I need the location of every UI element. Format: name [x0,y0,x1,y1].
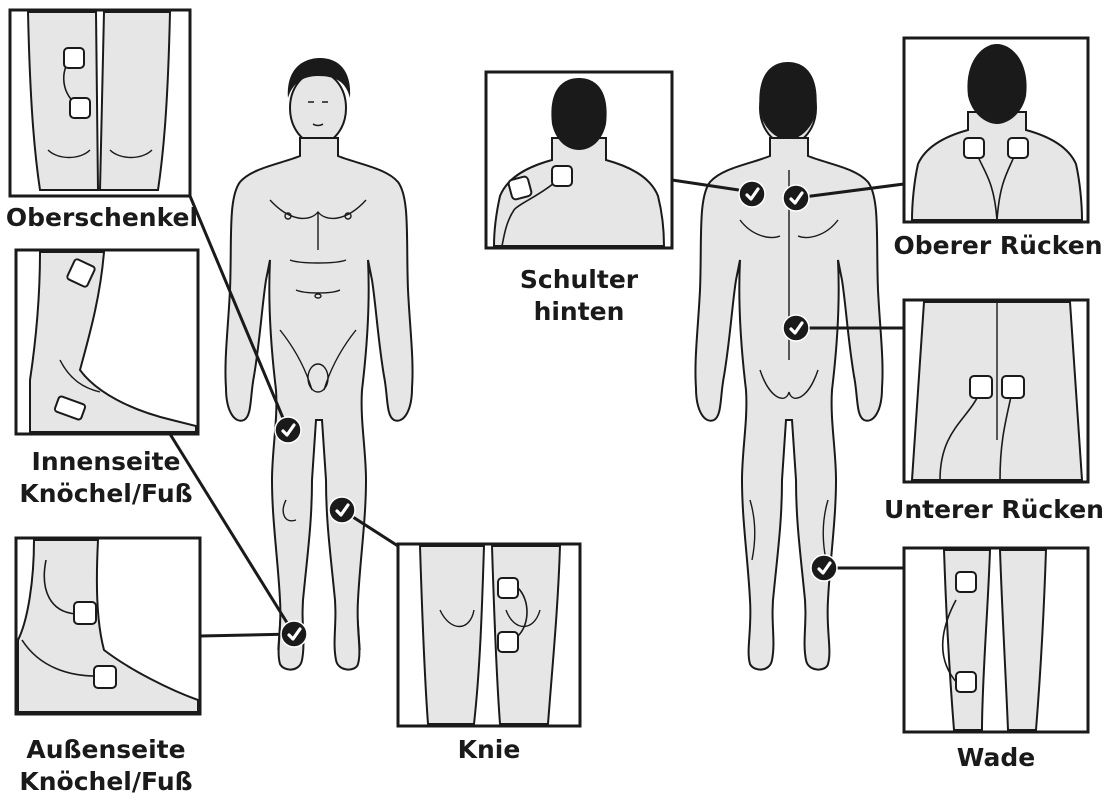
front-figure [225,58,412,670]
panel-schulter-hinten [486,72,672,248]
label-schulter-line2: hinten [486,296,672,328]
check-circle-icon [783,315,809,341]
label-wade: Wade [904,742,1088,774]
label-aussenseite: Außenseite Knöchel/Fuß [6,734,206,798]
check-circle-icon [275,417,301,443]
label-oberschenkel: Oberschenkel [4,202,200,234]
panel-oberer-ruecken [904,38,1088,222]
panel-aussenseite [16,538,200,714]
panel-unterer-ruecken [904,300,1088,482]
check-circle-icon [783,185,809,211]
back-figure [695,62,882,670]
label-knie-text: Knie [458,735,521,764]
label-aussenseite-line1: Außenseite [6,734,206,766]
label-oberer-ruecken-text: Oberer Rücken [894,231,1103,260]
check-circle-icon [739,181,765,207]
label-oberer-ruecken: Oberer Rücken [890,230,1106,262]
panel-oberschenkel [10,10,190,196]
label-oberschenkel-text: Oberschenkel [6,203,198,232]
label-aussenseite-line2: Knöchel/Fuß [6,766,206,798]
check-circle-icon [811,555,837,581]
label-wade-text: Wade [957,743,1035,772]
panel-innenseite [16,250,198,434]
label-knie: Knie [398,734,580,766]
label-innenseite-line1: Innenseite [6,446,206,478]
label-innenseite-line2: Knöchel/Fuß [6,478,206,510]
label-innenseite: Innenseite Knöchel/Fuß [6,446,206,510]
check-circle-icon [281,621,307,647]
label-unterer-ruecken-text: Unterer Rücken [884,495,1104,524]
check-circle-icon [329,497,355,523]
label-schulter-line1: Schulter [486,264,672,296]
label-schulter-hinten: Schulter hinten [486,264,672,328]
panel-wade [904,548,1088,732]
label-unterer-ruecken: Unterer Rücken [880,494,1108,526]
panel-knie [398,544,580,726]
